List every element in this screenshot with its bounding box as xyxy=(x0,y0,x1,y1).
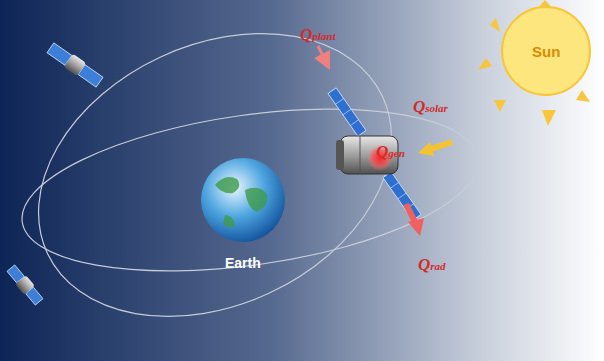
sun-label: Sun xyxy=(532,43,560,60)
heat-flow-label: Qrad xyxy=(418,256,446,273)
earth-globe: Earth xyxy=(198,155,288,273)
heat-flow-label: Qsolar xyxy=(413,98,448,115)
heat-flow-label: Qplant xyxy=(300,26,336,43)
sun-circle: Sun xyxy=(500,5,592,97)
earth-label: Earth xyxy=(225,255,261,271)
heat-flow-label: Qgen xyxy=(376,143,405,160)
